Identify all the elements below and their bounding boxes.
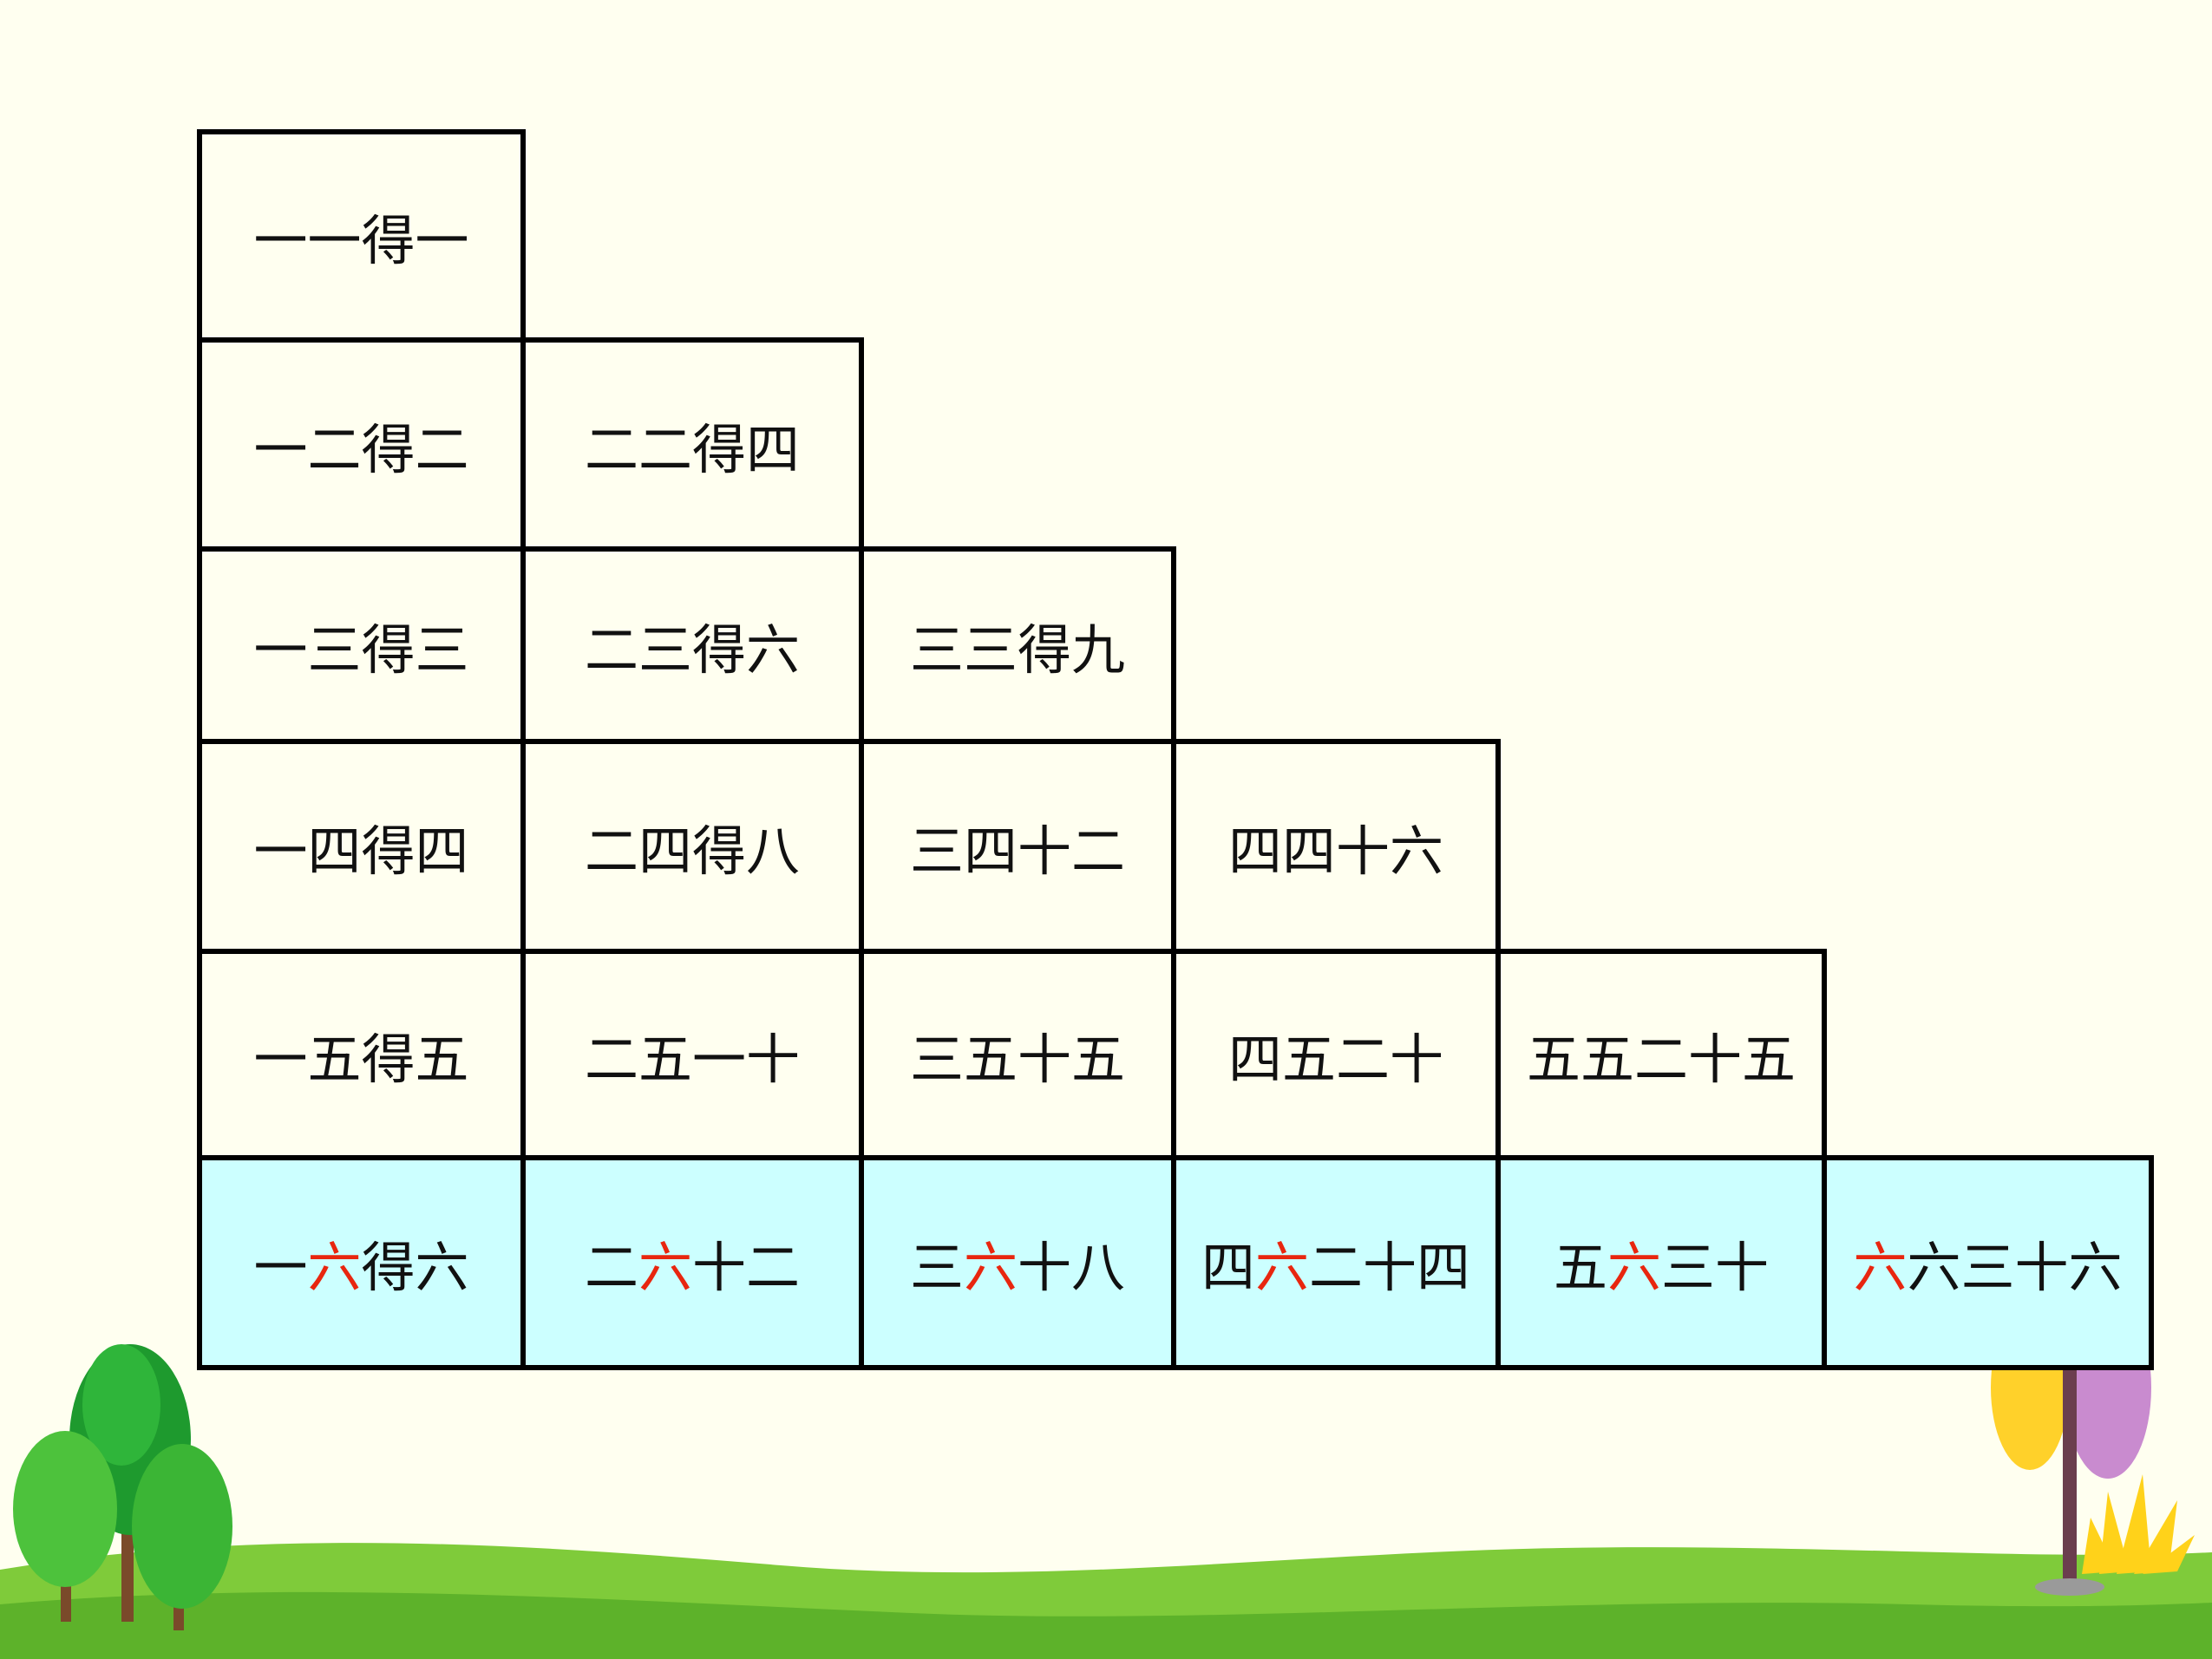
cell-text: 一一得一 [253,209,469,272]
cell-text: 二五一十 [584,1028,800,1091]
cell-text: 六三十六 [1907,1236,2123,1299]
cell-text: 四五二十 [1227,1028,1443,1091]
table-cell: 一一得一 [197,129,526,343]
highlight-char: 六 [1853,1236,1908,1299]
highlight-char: 六 [1607,1236,1661,1299]
cell-text: 三五十五 [909,1028,1125,1091]
yellow-grass-tuft-icon [2082,1474,2195,1574]
cell-text: 三十 [1661,1236,1770,1299]
table-cell: 二五一十 [520,949,864,1160]
highlight-char: 六 [1254,1236,1309,1299]
table-cell: 一五得五 [197,949,526,1160]
cell-text: 二四得八 [584,820,800,883]
cell-text: 五五二十五 [1526,1028,1796,1091]
cell-text: 二十四 [1309,1236,1471,1299]
table-cell: 二六十二 [520,1155,864,1370]
cell-text: 四 [1201,1236,1255,1299]
table-cell: 五五二十五 [1495,949,1827,1160]
grass-hill-icon [0,1543,2212,1659]
cell-text: 得六 [361,1236,469,1299]
cell-text: 二 [584,1236,638,1299]
table-cell: 三四十二 [859,739,1176,954]
table-cell: 二四得八 [520,739,864,954]
cell-text: 一三得三 [253,618,469,682]
cell-text: 三四十二 [909,820,1125,883]
cell-text: 一二得二 [253,417,469,481]
table-cell: 一四得四 [197,739,526,954]
table-cell: 四五二十 [1171,949,1501,1160]
cell-text: 一 [253,1236,308,1299]
highlight-char: 六 [638,1236,692,1299]
highlight-char: 六 [307,1236,362,1299]
table-cell: 四四十六 [1171,739,1501,954]
table-cell: 一六得六 [197,1155,526,1370]
cell-text: 四四十六 [1227,820,1443,883]
cell-text: 一五得五 [253,1028,469,1091]
cell-text: 二二得四 [584,417,800,481]
table-cell: 二二得四 [520,337,864,552]
table-cell: 三五十五 [859,949,1176,1160]
cell-text: 五 [1553,1236,1607,1299]
table-cell: 三六十八 [859,1155,1176,1370]
cell-text: 一四得四 [253,820,469,883]
table-cell: 五六三十 [1495,1155,1827,1370]
cell-text: 二三得六 [584,618,800,682]
cell-text: 十二 [692,1236,801,1299]
cell-text: 三 [909,1236,964,1299]
table-cell: 二三得六 [520,546,864,744]
cell-text: 三三得九 [909,618,1125,682]
cell-text: 十八 [1018,1236,1126,1299]
green-trees-icon [13,1344,232,1630]
table-cell: 一三得三 [197,546,526,744]
table-cell: 六六三十六 [1822,1155,2154,1370]
highlight-char: 六 [963,1236,1018,1299]
table-cell: 四六二十四 [1171,1155,1501,1370]
table-cell: 三三得九 [859,546,1176,744]
table-cell: 一二得二 [197,337,526,552]
